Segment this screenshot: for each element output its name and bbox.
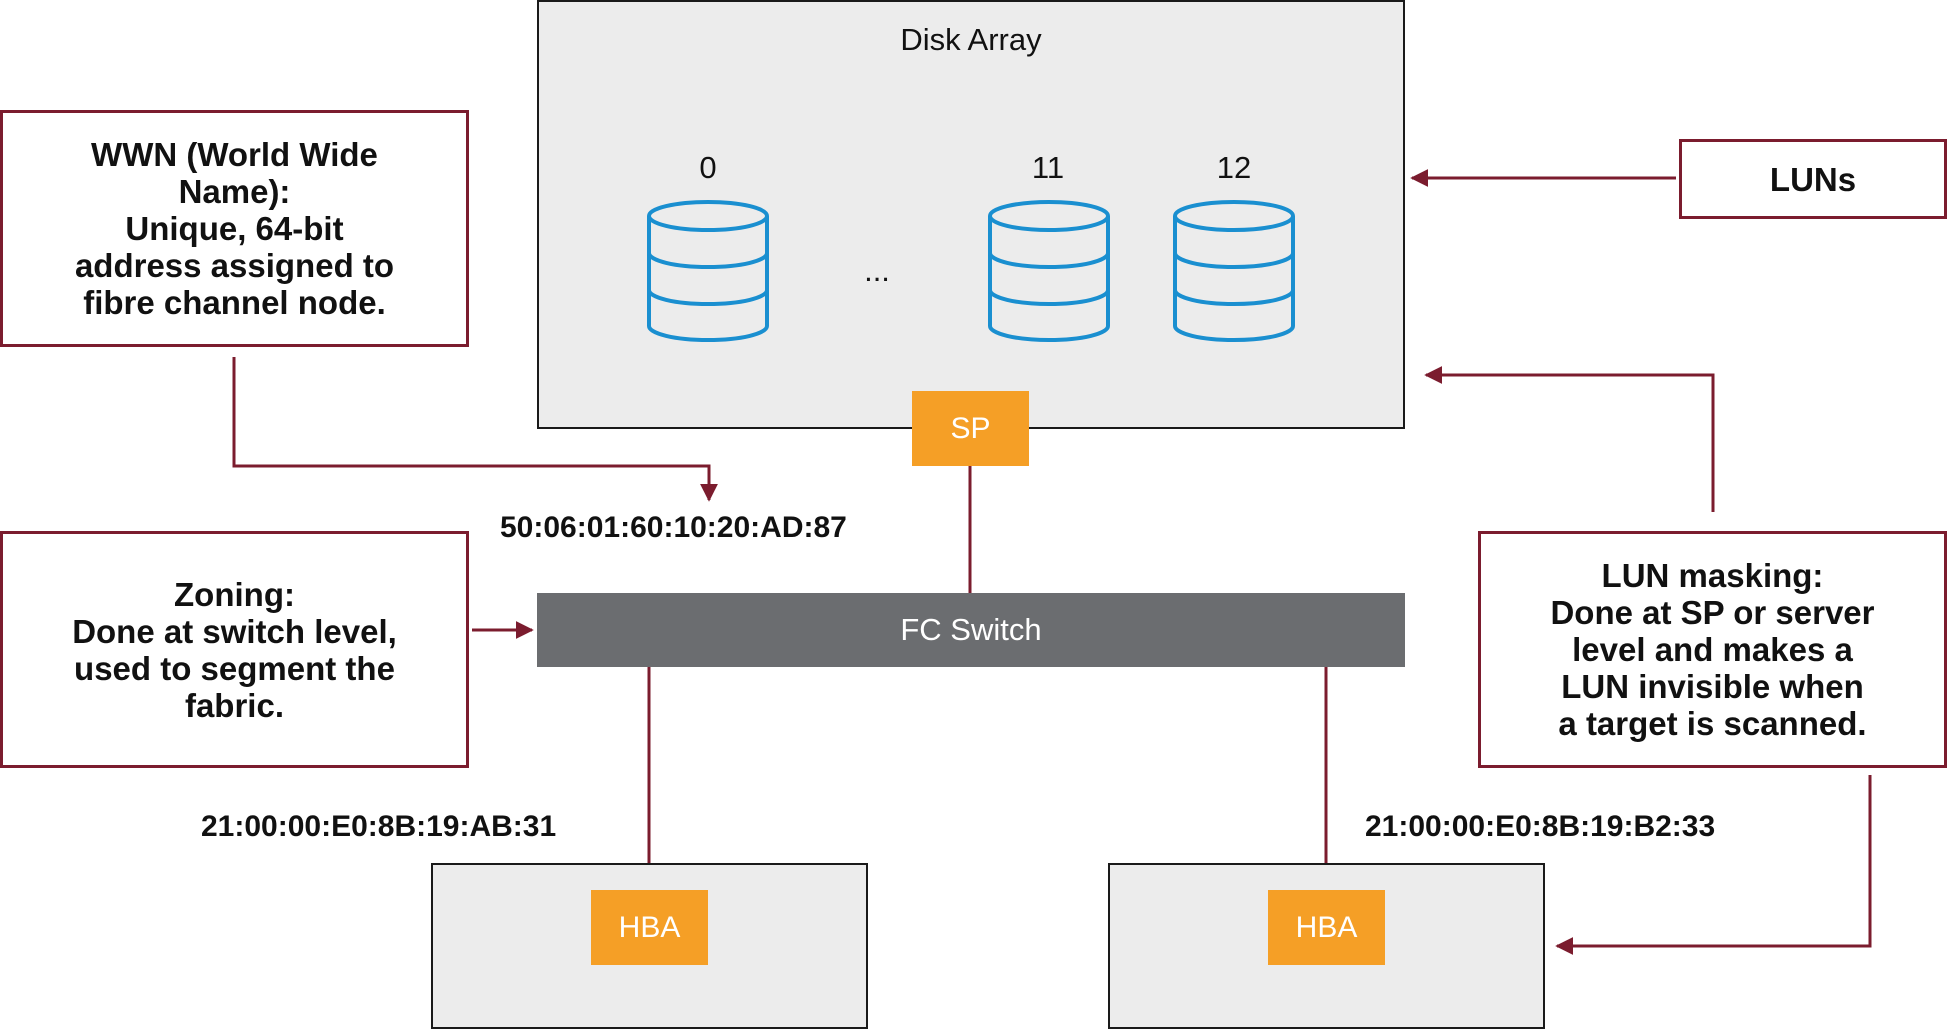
wwn-arrow [232, 357, 718, 502]
callout-lun-masking-text: LUN masking: Done at SP or server level … [1550, 557, 1875, 742]
disk-array [537, 0, 1405, 429]
hba-left: HBA [591, 890, 708, 965]
hba-right: HBA [1268, 890, 1385, 965]
fc-switch: FC Switch [537, 593, 1405, 667]
callout-wwn-text: WWN (World Wide Name): Unique, 64-bit ad… [74, 136, 395, 321]
database-icon [1173, 200, 1295, 342]
disk-label-11: 11 [1031, 150, 1065, 185]
database-icon [988, 200, 1110, 342]
disk-label-0: 0 [699, 150, 717, 185]
disk-array-title: Disk Array [900, 22, 1042, 57]
lun-masking-sp-arrow [1424, 366, 1715, 512]
sp-box: SP [912, 391, 1029, 466]
sp-wwn-address: 50:06:01:60:10:20:AD:87 [500, 511, 847, 544]
disk-label-12: 12 [1216, 150, 1252, 185]
database-icon [647, 200, 769, 342]
lun-masking-host-arrow [1555, 775, 1872, 955]
callout-zoning-text: Zoning: Done at switch level, used to se… [72, 575, 397, 724]
hba-left-wwn-address: 21:00:00:E0:8B:19:AB:31 [201, 810, 557, 843]
callout-luns: LUNs [1679, 139, 1947, 219]
disk-ellipsis: ... [864, 253, 890, 288]
hba-right-wwn-address: 21:00:00:E0:8B:19:B2:33 [1365, 810, 1716, 843]
callout-lun-masking: LUN masking: Done at SP or server level … [1478, 531, 1947, 768]
callout-zoning: Zoning: Done at switch level, used to se… [0, 531, 469, 768]
callout-luns-text: LUNs [1769, 160, 1857, 198]
callout-wwn: WWN (World Wide Name): Unique, 64-bit ad… [0, 110, 469, 347]
